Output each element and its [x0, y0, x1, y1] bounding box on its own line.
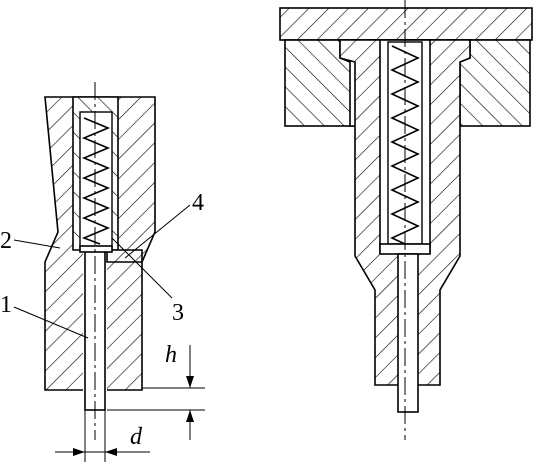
label-part-3: 3 [172, 300, 184, 326]
left-pin-head [79, 245, 113, 253]
h-arrow-top [186, 376, 194, 388]
label-part-2: 2 [0, 228, 12, 254]
h-arrow-bot [186, 410, 194, 422]
d-arrow-right [105, 448, 117, 456]
label-dim-h: h [165, 342, 177, 368]
right-top-plate [279, 7, 533, 41]
left-spring [81, 117, 111, 245]
label-part-1: 1 [0, 292, 12, 318]
leader-3 [111, 237, 173, 299]
right-pin [397, 253, 419, 413]
right-assembly [279, 0, 533, 440]
leader-4 [124, 204, 191, 259]
d-arrow-left [73, 448, 85, 456]
leader-1 [13, 306, 89, 339]
label-part-4: 4 [192, 190, 204, 216]
left-assembly: 1 2 3 4 h d [0, 82, 205, 462]
leader-2 [13, 239, 61, 249]
label-dim-d: d [130, 424, 143, 450]
